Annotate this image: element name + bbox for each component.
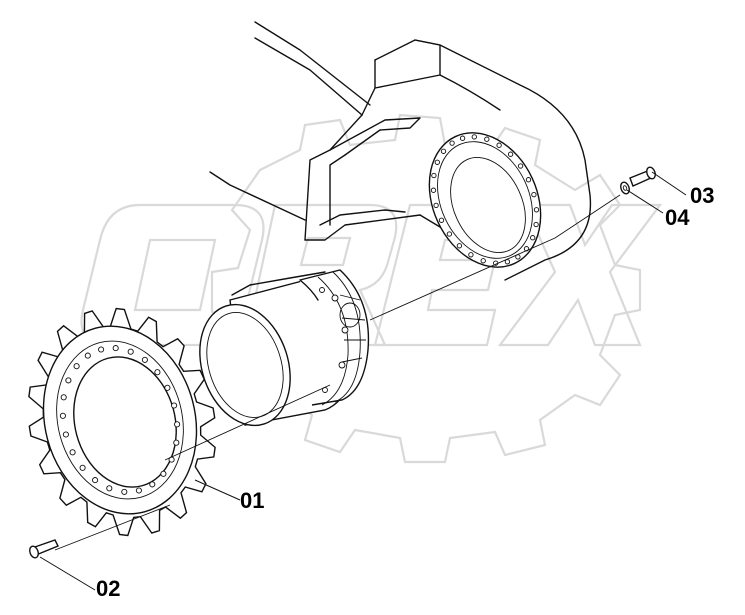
- bolt-hole: [164, 384, 171, 391]
- travel-motor: [199, 269, 370, 427]
- bolt-hole: [62, 431, 69, 438]
- leader-01: [194, 479, 241, 501]
- bolt-hole: [507, 151, 514, 157]
- label-02: 02: [96, 576, 120, 601]
- bolt-hole: [65, 377, 72, 384]
- bolt-hole: [141, 356, 148, 363]
- bolt-hole: [60, 394, 67, 401]
- bolt-hole: [98, 346, 105, 353]
- bolt-hole: [530, 235, 536, 241]
- axis-line-motor-frame: [369, 194, 621, 321]
- bolt-hole: [73, 363, 80, 370]
- frame-flange: [428, 132, 542, 268]
- axis-line-sprocket-bolt: [54, 504, 171, 551]
- label-03: 03: [690, 183, 714, 208]
- bolt-hole: [525, 177, 532, 183]
- leader-04: [626, 189, 664, 214]
- label-04: 04: [665, 205, 690, 230]
- washer: [620, 181, 630, 195]
- track-frame: [209, 21, 592, 281]
- axis-line-sprocket-motor: [164, 384, 331, 461]
- bolt-hole: [504, 259, 511, 265]
- bolt-hole: [79, 464, 86, 471]
- bolt-hole: [449, 140, 455, 146]
- bolt-hole: [468, 252, 474, 258]
- motor-bolt: [629, 166, 656, 187]
- bolt-hole: [440, 148, 447, 154]
- sprocket-bolt: [29, 539, 59, 559]
- bolt-hole: [173, 439, 180, 446]
- bolt-hole: [171, 402, 178, 409]
- bolt-hole: [121, 488, 128, 495]
- leader-02: [39, 556, 96, 591]
- bolt-hole: [517, 163, 524, 169]
- bolt-hole: [531, 191, 537, 198]
- bolt-hole: [484, 136, 490, 142]
- bolt-hole: [69, 449, 76, 456]
- bolt-hole: [533, 207, 540, 213]
- bolt-hole: [446, 231, 453, 237]
- bolt-hole: [112, 345, 119, 352]
- bolt-hole: [533, 221, 539, 228]
- bolt-hole: [135, 487, 142, 494]
- bolt-hole: [496, 142, 502, 148]
- bolt-hole: [84, 352, 91, 359]
- bolt-hole: [106, 485, 113, 492]
- bolt-hole: [471, 134, 477, 140]
- sprocket-bolt-holes: [59, 345, 181, 495]
- bolt-hole: [438, 217, 445, 223]
- bolt-hole: [160, 470, 167, 477]
- sprocket: [28, 307, 216, 537]
- bolt-hole: [430, 187, 437, 193]
- bolt-hole: [456, 243, 463, 249]
- bolt-hole: [434, 159, 440, 165]
- bolt-hole: [431, 172, 437, 179]
- bolt-hole: [459, 135, 466, 141]
- bolt-hole: [149, 481, 156, 488]
- frame-flange-bolt-holes: [430, 134, 540, 266]
- bolt-hole: [127, 348, 134, 355]
- bolt-hole: [92, 477, 99, 484]
- label-01: 01: [240, 488, 264, 513]
- leader-03: [651, 171, 687, 196]
- bolt-hole: [154, 369, 161, 376]
- bolt-hole: [59, 412, 66, 419]
- bolt-hole: [480, 258, 486, 264]
- bolt-hole: [174, 421, 181, 428]
- bolt-hole: [433, 202, 439, 209]
